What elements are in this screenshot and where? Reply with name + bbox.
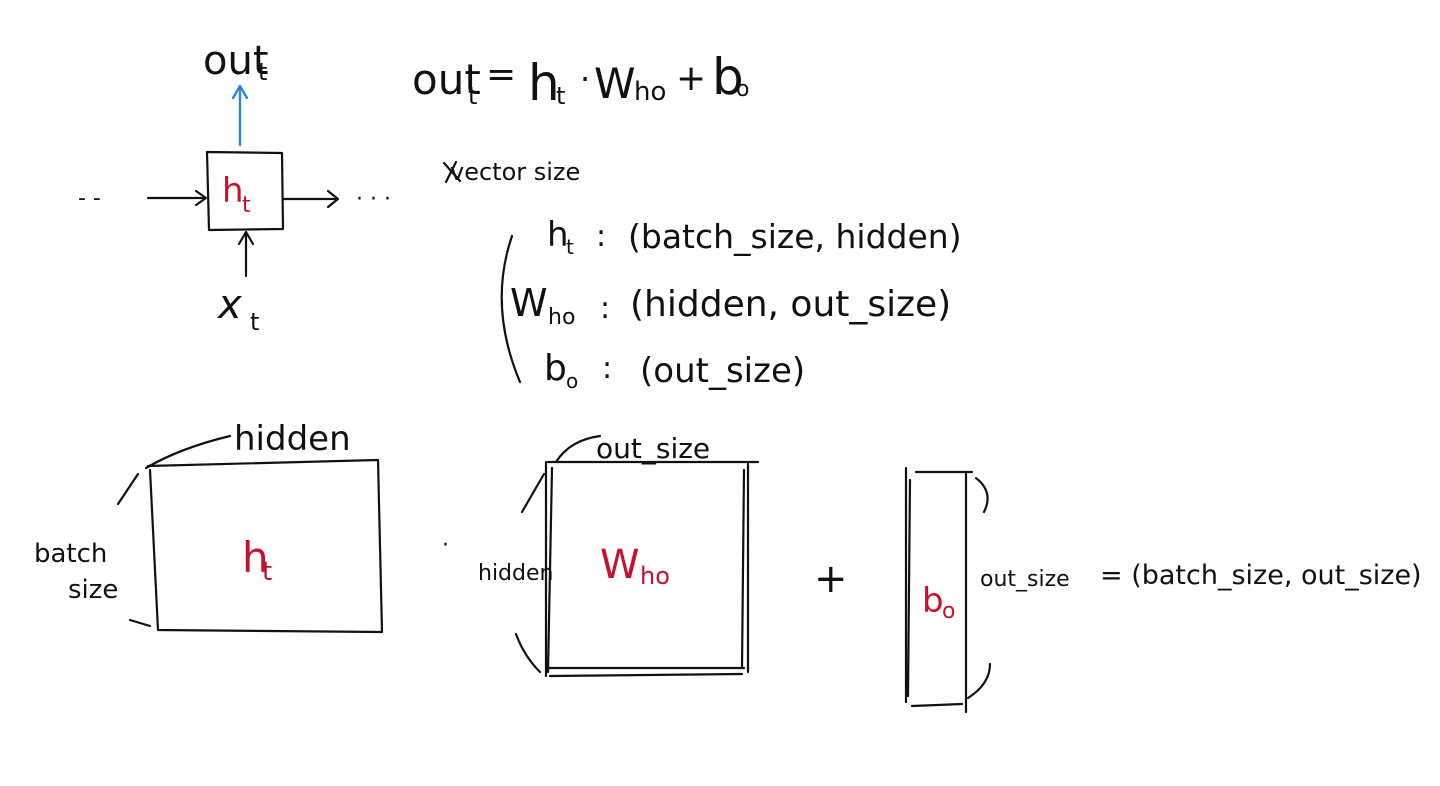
matrix-h-box — [146, 458, 384, 634]
hidden-cell-box — [205, 150, 285, 232]
shape-row-symbol: b — [544, 348, 567, 389]
output-arrowhead — [231, 84, 249, 100]
shape-row-value: (hidden, out_size) — [630, 284, 951, 325]
matrix-w-sub: ho — [640, 562, 670, 590]
equation-h-sub: t — [556, 82, 565, 110]
shape-list-bracket — [500, 234, 522, 384]
vector-b-sub: o — [942, 599, 955, 624]
matrix-w-side-dim: hidden — [478, 561, 553, 586]
matrix-w-top-dim: out_size — [596, 432, 710, 465]
matrix-h-side-brace — [116, 472, 140, 506]
shape-row-value: (out_size) — [640, 351, 805, 391]
vector-b-left-edge — [904, 466, 912, 704]
vector-b-bottom-edge — [910, 702, 964, 708]
matrix-w-left-edge — [544, 460, 554, 678]
equation-h: h — [528, 54, 560, 112]
matrix-dot-operator: · — [442, 533, 449, 558]
shape-row-symbol: h — [547, 215, 569, 255]
output-label-sub: t — [258, 58, 267, 86]
shape-row-colon: : — [600, 291, 610, 326]
equation-w-sub: ho — [634, 77, 666, 107]
matrix-w-bottom-edge — [544, 666, 746, 678]
shape-heading: vector size — [450, 158, 580, 186]
matrix-h-top-brace — [144, 434, 232, 470]
rnn-cell-diagram: out t h t - - · · · x t — [78, 38, 391, 336]
vector-b-label: b — [922, 581, 944, 621]
output-label: out — [203, 38, 269, 84]
matrix-h-side-dim-2: size — [68, 575, 118, 605]
shape-row-h: h t : (batch_size, hidden) — [547, 215, 962, 259]
output-equation: out t = h t · W ho + b o — [412, 48, 749, 112]
matrix-w-right-edge — [740, 462, 750, 674]
matrix-h-side-dim-1: batch — [34, 539, 107, 569]
result-shape: = (batch_size, out_size) — [1100, 560, 1422, 591]
matrix-w-label: W — [600, 542, 640, 588]
shape-row-value: (batch_size, hidden) — [628, 217, 962, 256]
shape-row-w: W ho : (hidden, out_size) — [510, 281, 951, 330]
shape-row-colon: : — [596, 219, 606, 254]
equation-lhs: out — [412, 55, 481, 104]
matrix-w: out_size hidden W ho — [478, 432, 760, 678]
input-label-sub: t — [250, 308, 259, 336]
equation-lhs-sub: t — [468, 82, 477, 110]
right-dots: · · · — [356, 187, 391, 212]
input-label: x — [216, 282, 242, 328]
matrix-h-top-dim: hidden — [234, 419, 351, 459]
matrix-h-label: h — [242, 533, 269, 582]
matrix-w-side-tail — [514, 632, 542, 674]
equation-equals: = — [486, 54, 516, 95]
matrix-w-side-brace — [520, 472, 546, 514]
heading-mark-icon — [442, 160, 462, 184]
equation-w: W — [594, 59, 636, 108]
incoming-arrowhead — [194, 189, 208, 207]
shape-row-sub: o — [566, 369, 578, 393]
equation-plus: + — [676, 58, 706, 99]
vector-b-side-tail — [966, 662, 992, 700]
left-dots: - - — [78, 186, 101, 211]
vector-b-side-brace — [974, 476, 989, 514]
equation-b-sub: o — [736, 77, 749, 102]
vector-b: b o out_size — [904, 466, 1070, 714]
vector-b-side-dim: out_size — [980, 567, 1070, 592]
matrix-h-side-tail — [128, 618, 152, 628]
shape-list: vector size h t : (batch_size, hidden) W… — [442, 158, 962, 393]
shape-row-sub: t — [566, 235, 574, 259]
shape-row-sub: ho — [548, 305, 575, 330]
matrix-h-sub: t — [262, 557, 272, 587]
shape-row-colon: : — [602, 351, 612, 386]
hidden-cell-label: h — [222, 171, 244, 211]
equation-b: b — [712, 48, 744, 106]
shape-row-b: b o : (out_size) — [544, 348, 805, 393]
matrix-plus-operator: + — [814, 556, 848, 602]
shape-row-symbol: W — [510, 281, 548, 325]
hidden-cell-sub: t — [242, 193, 251, 218]
outgoing-arrowhead — [326, 189, 340, 209]
matrix-w-top-brace — [554, 434, 602, 464]
matrix-h: hidden batch size h t — [34, 419, 384, 634]
input-arrowhead — [237, 230, 255, 246]
equation-dot: · — [580, 60, 590, 98]
